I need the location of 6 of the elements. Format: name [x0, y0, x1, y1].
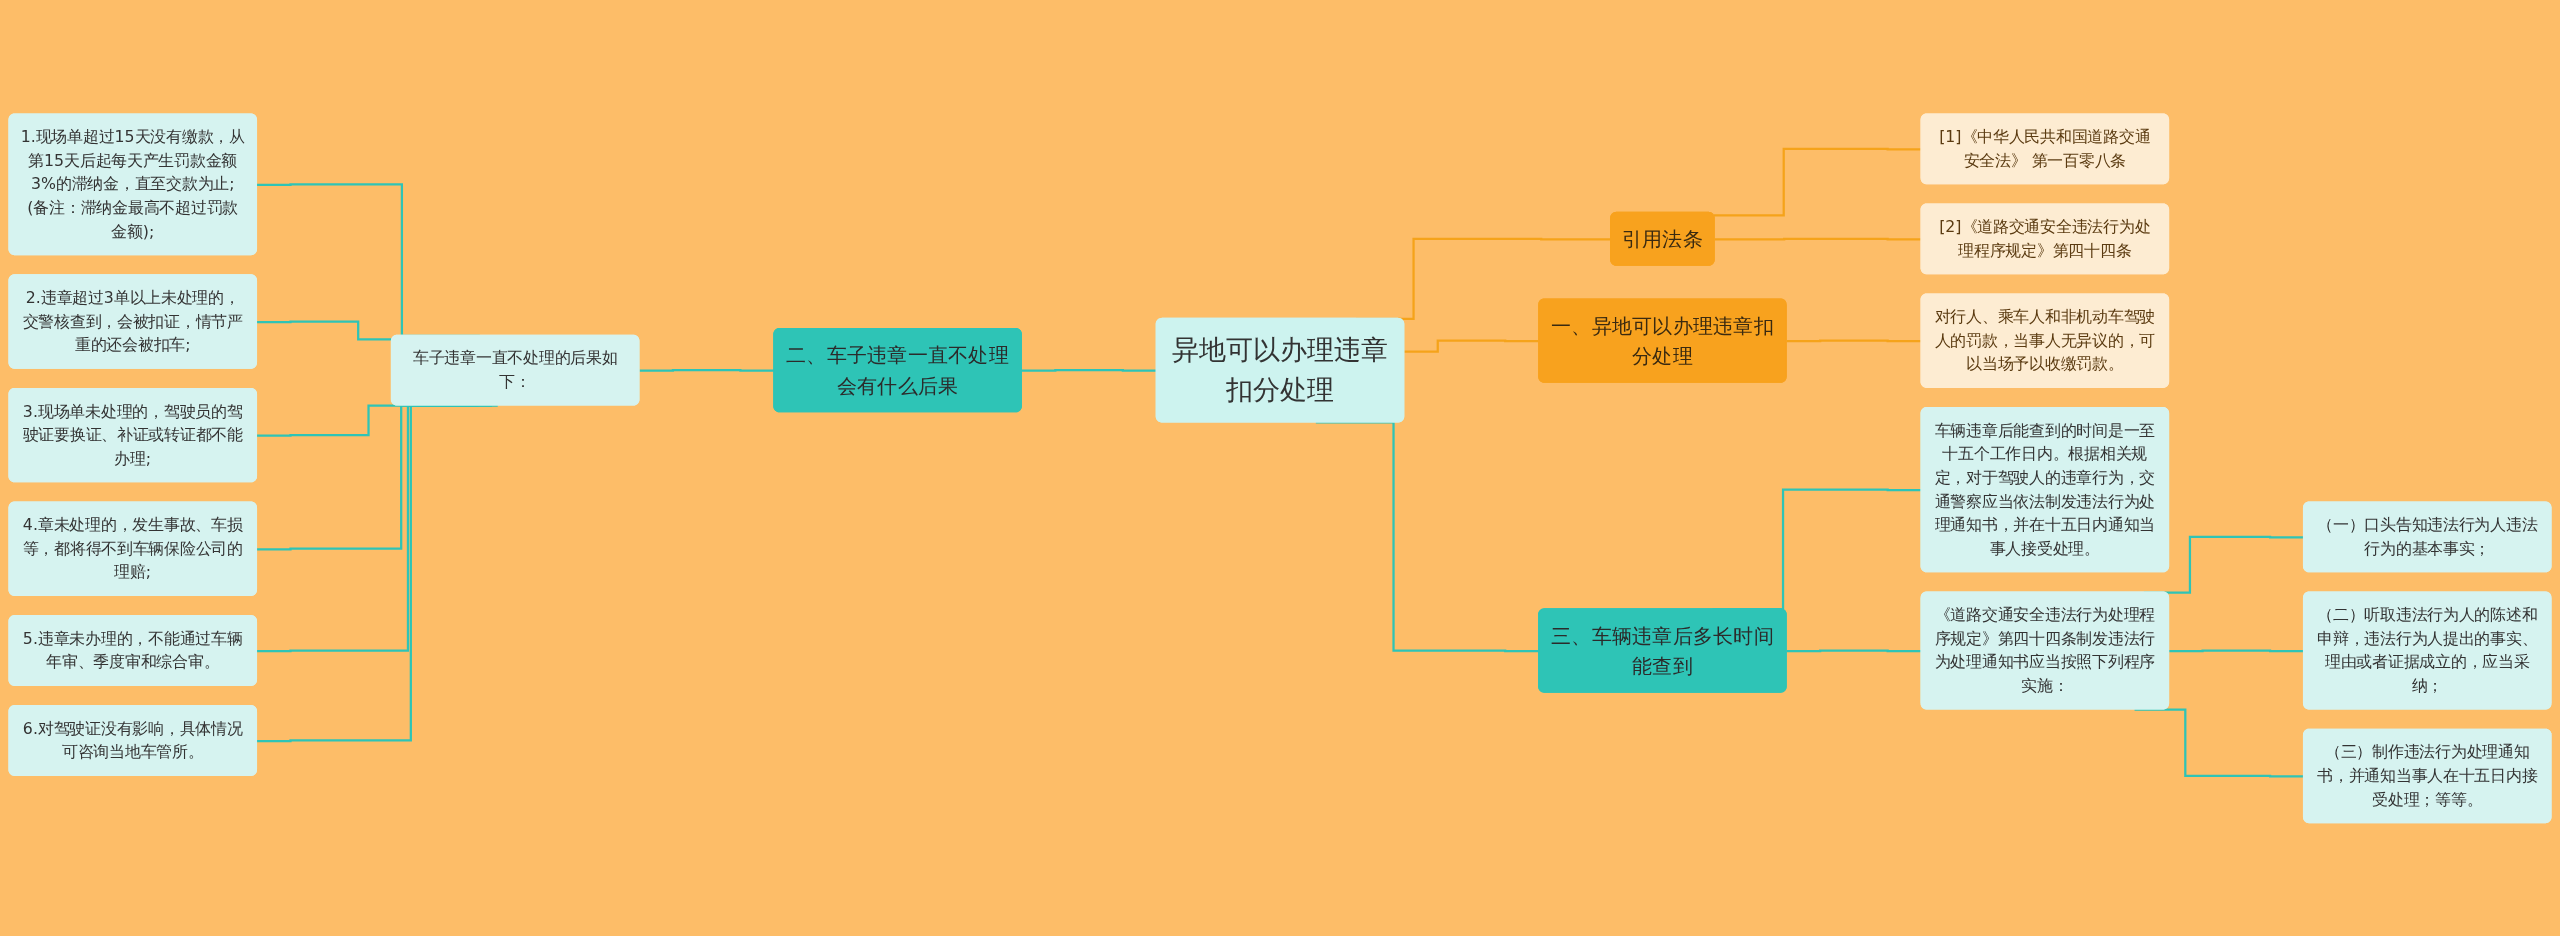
connector [1713, 147, 1922, 217]
connector [1786, 649, 1922, 652]
connector [1714, 237, 1922, 241]
connector [1021, 368, 1157, 372]
connector [257, 404, 498, 742]
connector [1786, 339, 1922, 343]
